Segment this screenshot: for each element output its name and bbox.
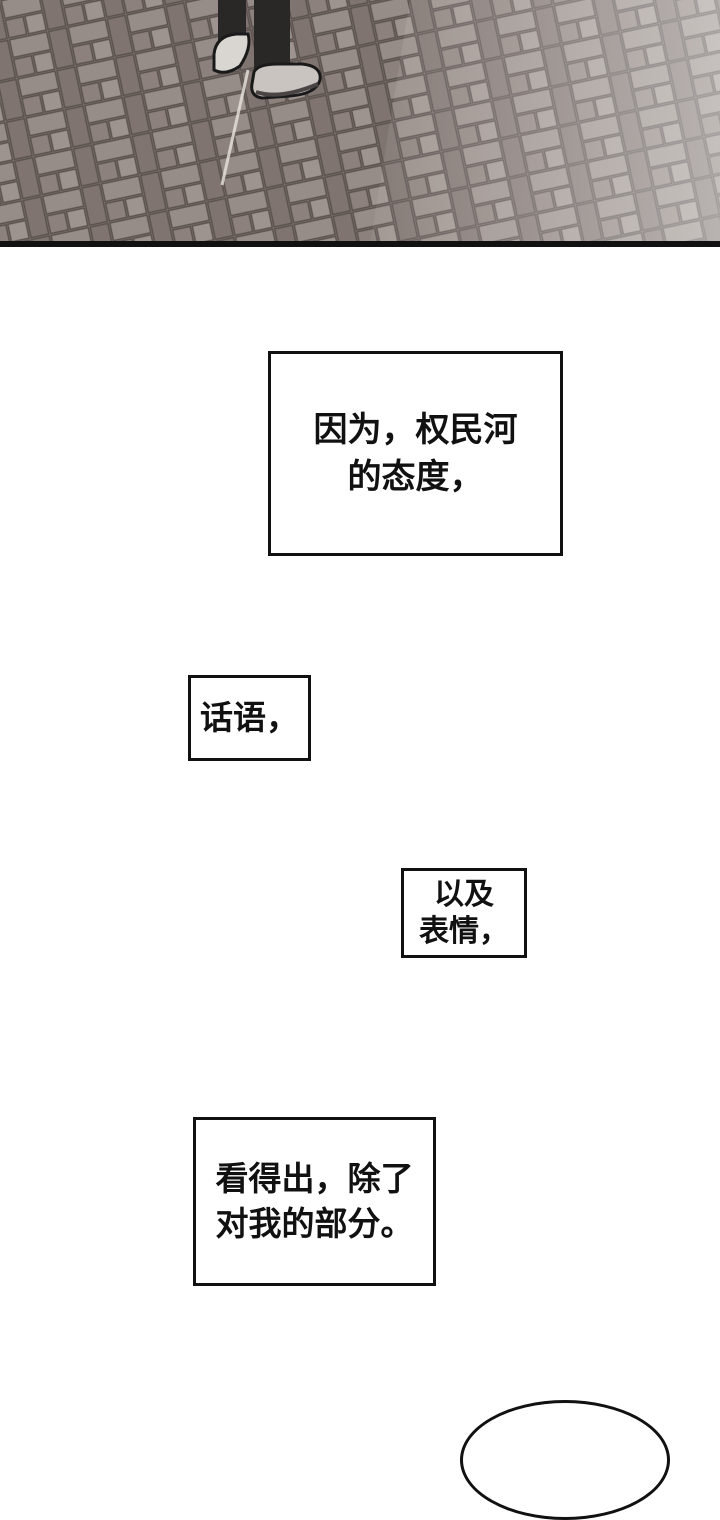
narration-box-attitude: 因为，权民河 的态度， (268, 351, 563, 556)
narration-text: 以及 表情， (419, 876, 509, 950)
narration-box-except: 看得出，除了 对我的部分。 (193, 1117, 436, 1286)
narration-box-expression: 以及 表情， (401, 868, 527, 958)
street-scene-panel (0, 0, 720, 244)
person-legs-figure (212, 0, 322, 100)
narration-text: 看得出，除了 对我的部分。 (215, 1158, 414, 1243)
narration-text: 因为，权民河 的态度， (313, 410, 518, 497)
narration-text: 话语， (200, 697, 299, 737)
paved-street-illustration (0, 0, 720, 244)
speech-bubble-partial (460, 1400, 670, 1520)
panel-border (0, 241, 720, 247)
narration-box-words: 话语， (188, 675, 311, 761)
